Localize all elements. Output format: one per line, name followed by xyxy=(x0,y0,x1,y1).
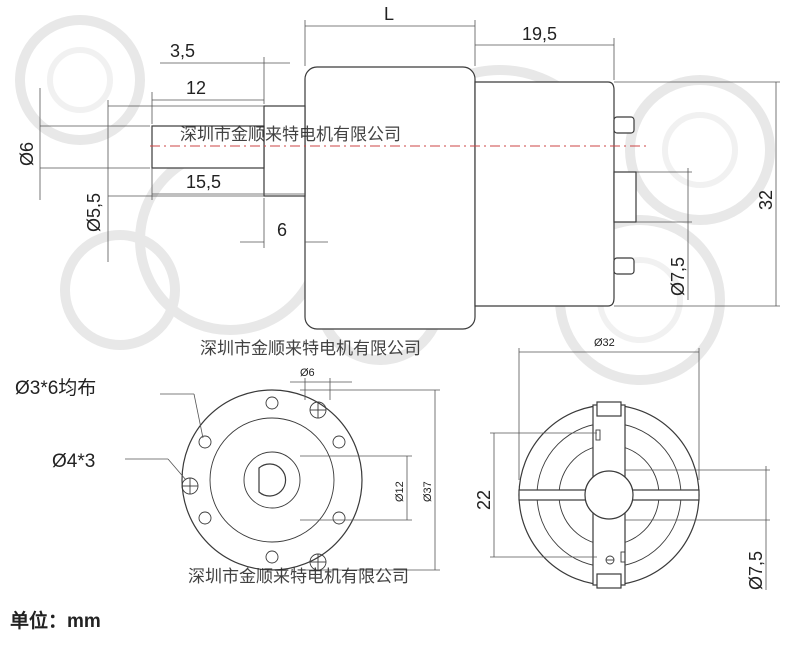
dim-shaft-diameter: Ø6 xyxy=(17,142,37,166)
dim-shaft-length: 12 xyxy=(186,78,206,98)
output-shaft xyxy=(151,125,265,169)
dim-rear-body: Ø32 xyxy=(594,337,615,349)
shaft-d-cut xyxy=(258,463,287,497)
output-boss xyxy=(263,105,306,197)
dim-back-cover: 19,5 xyxy=(522,24,557,44)
dim-rear-terminal: Ø7,5 xyxy=(746,551,766,590)
rear-terminal-bottom xyxy=(596,573,622,589)
terminal-middle xyxy=(613,171,637,223)
terminal-bottom xyxy=(613,257,635,275)
dim-small-6: 6 xyxy=(277,220,287,240)
watermark-top: 深圳市金顺来特电机有限公司 xyxy=(180,125,401,144)
watermark-bottom: 深圳市金顺来特电机有限公司 xyxy=(188,567,409,586)
dim-shaft-total: 15,5 xyxy=(186,172,221,192)
boss-ring xyxy=(243,451,301,509)
dim-body-diameter: 32 xyxy=(756,190,776,210)
dim-boss-length: 3,5 xyxy=(170,41,195,61)
note-screw-holes: Ø4*3 xyxy=(52,451,95,472)
dim-terminal-diameter: Ø7,5 xyxy=(668,257,688,296)
dim-front-shaft: Ø6 xyxy=(300,367,315,379)
side-view: L 19,5 3,5 12 Ø6 15,5 Ø5,5 6 xyxy=(17,4,780,330)
front-view: Ø3*6均布 Ø4*3 Ø6 Ø12 Ø37 xyxy=(15,367,440,571)
rear-can xyxy=(474,81,615,307)
dim-front-boss: Ø12 xyxy=(394,481,406,502)
rear-view: Ø32 22 Ø7,5 xyxy=(474,337,770,590)
terminal-top xyxy=(613,116,635,134)
dim-boss-diameter: Ø5,5 xyxy=(84,193,104,232)
rear-terminal-top xyxy=(596,401,622,417)
dim-front-flange: Ø37 xyxy=(422,481,434,502)
flange-inner xyxy=(209,417,335,543)
dim-rear-height: 22 xyxy=(474,490,494,510)
note-mounting-holes: Ø3*6均布 xyxy=(15,377,96,399)
watermark-middle: 深圳市金顺来特电机有限公司 xyxy=(200,339,421,358)
motor-body xyxy=(304,66,476,330)
mounting-holes xyxy=(198,396,346,564)
dim-length-L: L xyxy=(384,4,394,24)
units-label: 单位：mm xyxy=(10,609,101,632)
